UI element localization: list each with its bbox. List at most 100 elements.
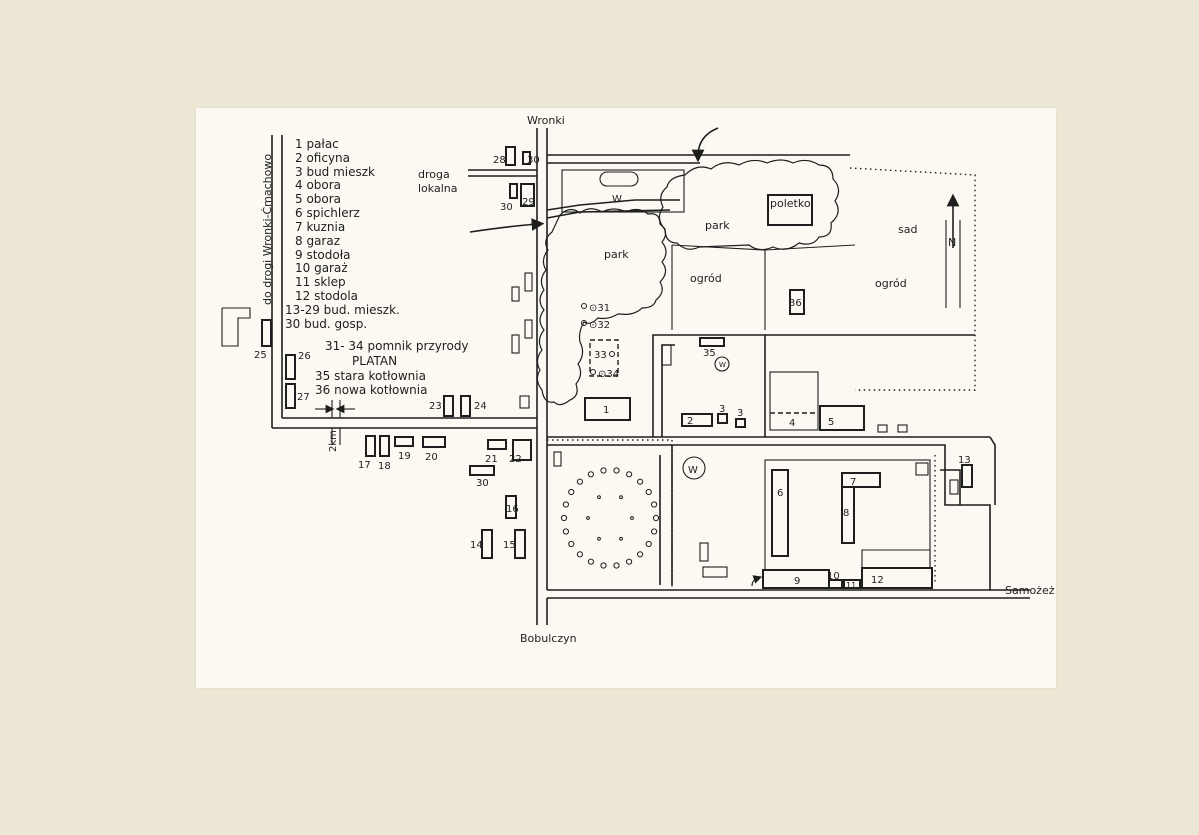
bldg-num: 14 (470, 540, 483, 551)
bldg-num: 26 (298, 351, 311, 362)
tree-mark (645, 488, 652, 496)
bldg-num: 23 (429, 401, 442, 412)
bldg-num: 29 (522, 197, 535, 208)
north-label: N (948, 236, 956, 249)
area-label: ogród (690, 272, 722, 285)
bldg-num: 36 (789, 298, 802, 309)
roads (271, 128, 1030, 625)
legend-item: 30 bud. gosp. (285, 317, 367, 331)
well-label: W (719, 361, 726, 369)
bldg-num: 27 (297, 392, 310, 403)
area-label: park (604, 248, 629, 261)
legend-item: 6 spichlerz (295, 206, 360, 220)
bldg-num: 35 (703, 348, 716, 359)
boundary-lines (547, 167, 976, 590)
tree-ring (560, 467, 660, 569)
bldg-num: 6 (777, 488, 783, 499)
legend-item: 1 pałac (295, 137, 339, 151)
legend-item: 31- 34 pomnik przyrody (325, 339, 469, 353)
legend-item: 13-29 bud. mieszk. (285, 303, 400, 317)
bldg-num: 19 (398, 451, 411, 462)
bldg-num: 20 (425, 452, 438, 463)
road-to-wronki-cmachowo: do drogi Wronki-Ćmachowo (261, 154, 274, 305)
bldg-num: 3 (737, 408, 743, 419)
tree-mark (600, 562, 607, 569)
tree-mark (619, 495, 623, 500)
legend-item: 36 nowa kotłownia (315, 383, 427, 397)
area-labels: W park park ogród ogród sad poletko N W … (604, 194, 956, 476)
building-numbers: 25 26 27 23 24 17 18 19 20 21 22 30 16 1… (254, 155, 971, 590)
bldg-num: 18 (378, 461, 391, 472)
buildings (221, 146, 973, 589)
legend-item: 35 stara kotłownia (315, 369, 426, 383)
bldg-num: 33 (594, 350, 607, 361)
bldg-num: 30 (527, 155, 540, 166)
place-wronki: Wronki (527, 114, 565, 127)
bldg-num: 22 (509, 454, 522, 465)
tree-mark (626, 471, 633, 478)
legend-item: 12 stodola (295, 289, 358, 303)
bldg-num: 3 (719, 404, 725, 415)
tree-mark (587, 558, 595, 565)
legend-item: 10 garaż (295, 261, 348, 275)
bldg-num: 2 (687, 416, 693, 427)
arrows (315, 127, 961, 587)
local-road-label-1: droga (418, 168, 450, 181)
bldg-num: 4 (789, 418, 795, 429)
bldg-num: 7 (850, 477, 856, 488)
tree-mark (651, 501, 658, 508)
bldg-num: 11 (846, 581, 856, 590)
tree-mark (597, 536, 601, 541)
tree-mark (613, 467, 620, 474)
tree-mark (600, 467, 607, 474)
legend-item: 9 stodoła (295, 248, 350, 262)
place-bobulczyn: Bobulczyn (520, 632, 577, 645)
tree-mark (568, 540, 575, 548)
bldg-num: 25 (254, 350, 267, 361)
legend-item: 5 obora (295, 192, 341, 206)
legend-item: 11 sklep (295, 275, 346, 289)
legend: 1 pałac 2 oficyna 3 bud mieszk 4 obora 5… (285, 137, 469, 397)
tree-mark (562, 528, 570, 535)
distance-label: 2km (328, 430, 339, 452)
bldg-num: 8 (843, 508, 849, 519)
wells (581, 303, 730, 480)
tree-mark (652, 514, 660, 522)
tree-mark (576, 551, 584, 558)
well-label: W (688, 465, 698, 476)
legend-item: 8 garaz (295, 234, 340, 248)
bldg-num: 9 (794, 576, 800, 587)
bldg-num: 21 (485, 454, 498, 465)
bldg-num: 15 (503, 540, 516, 551)
bldg-num: 28 (493, 155, 506, 166)
tree-mark (645, 540, 652, 548)
tree-mark (637, 551, 644, 558)
bldg-num: 30 (500, 202, 513, 213)
tree-mark (619, 536, 623, 541)
place-samorez: Samożeż (1005, 584, 1055, 597)
bldg-num: 16 (506, 504, 519, 515)
bldg-num: ⊙32 (589, 320, 610, 331)
area-label: W (612, 194, 622, 205)
bldg-num: 13 (958, 455, 971, 466)
legend-item: PLATAN (352, 354, 397, 368)
tree-mark (651, 528, 658, 535)
local-road-label-2: lokalna (418, 182, 457, 195)
bldg-num: 1 (603, 405, 609, 416)
legend-item: 7 kuznia (295, 220, 345, 234)
place-names: Wronki Bobulczyn Samożeż droga lokalna d… (261, 114, 1055, 645)
bldg-num: ⊙31 (589, 303, 610, 314)
area-label: sad (898, 223, 917, 236)
tree-mark (626, 558, 633, 565)
tree-mark (597, 495, 601, 500)
legend-item: 4 obora (295, 178, 341, 192)
bldg-num: 24 (474, 401, 487, 412)
tree-mark (560, 514, 568, 522)
tree-mark (586, 516, 590, 520)
tree-mark (613, 562, 620, 569)
bldg-num: ⊙34 (598, 369, 619, 380)
area-label: ogród (875, 277, 907, 290)
park-areas (536, 159, 840, 406)
